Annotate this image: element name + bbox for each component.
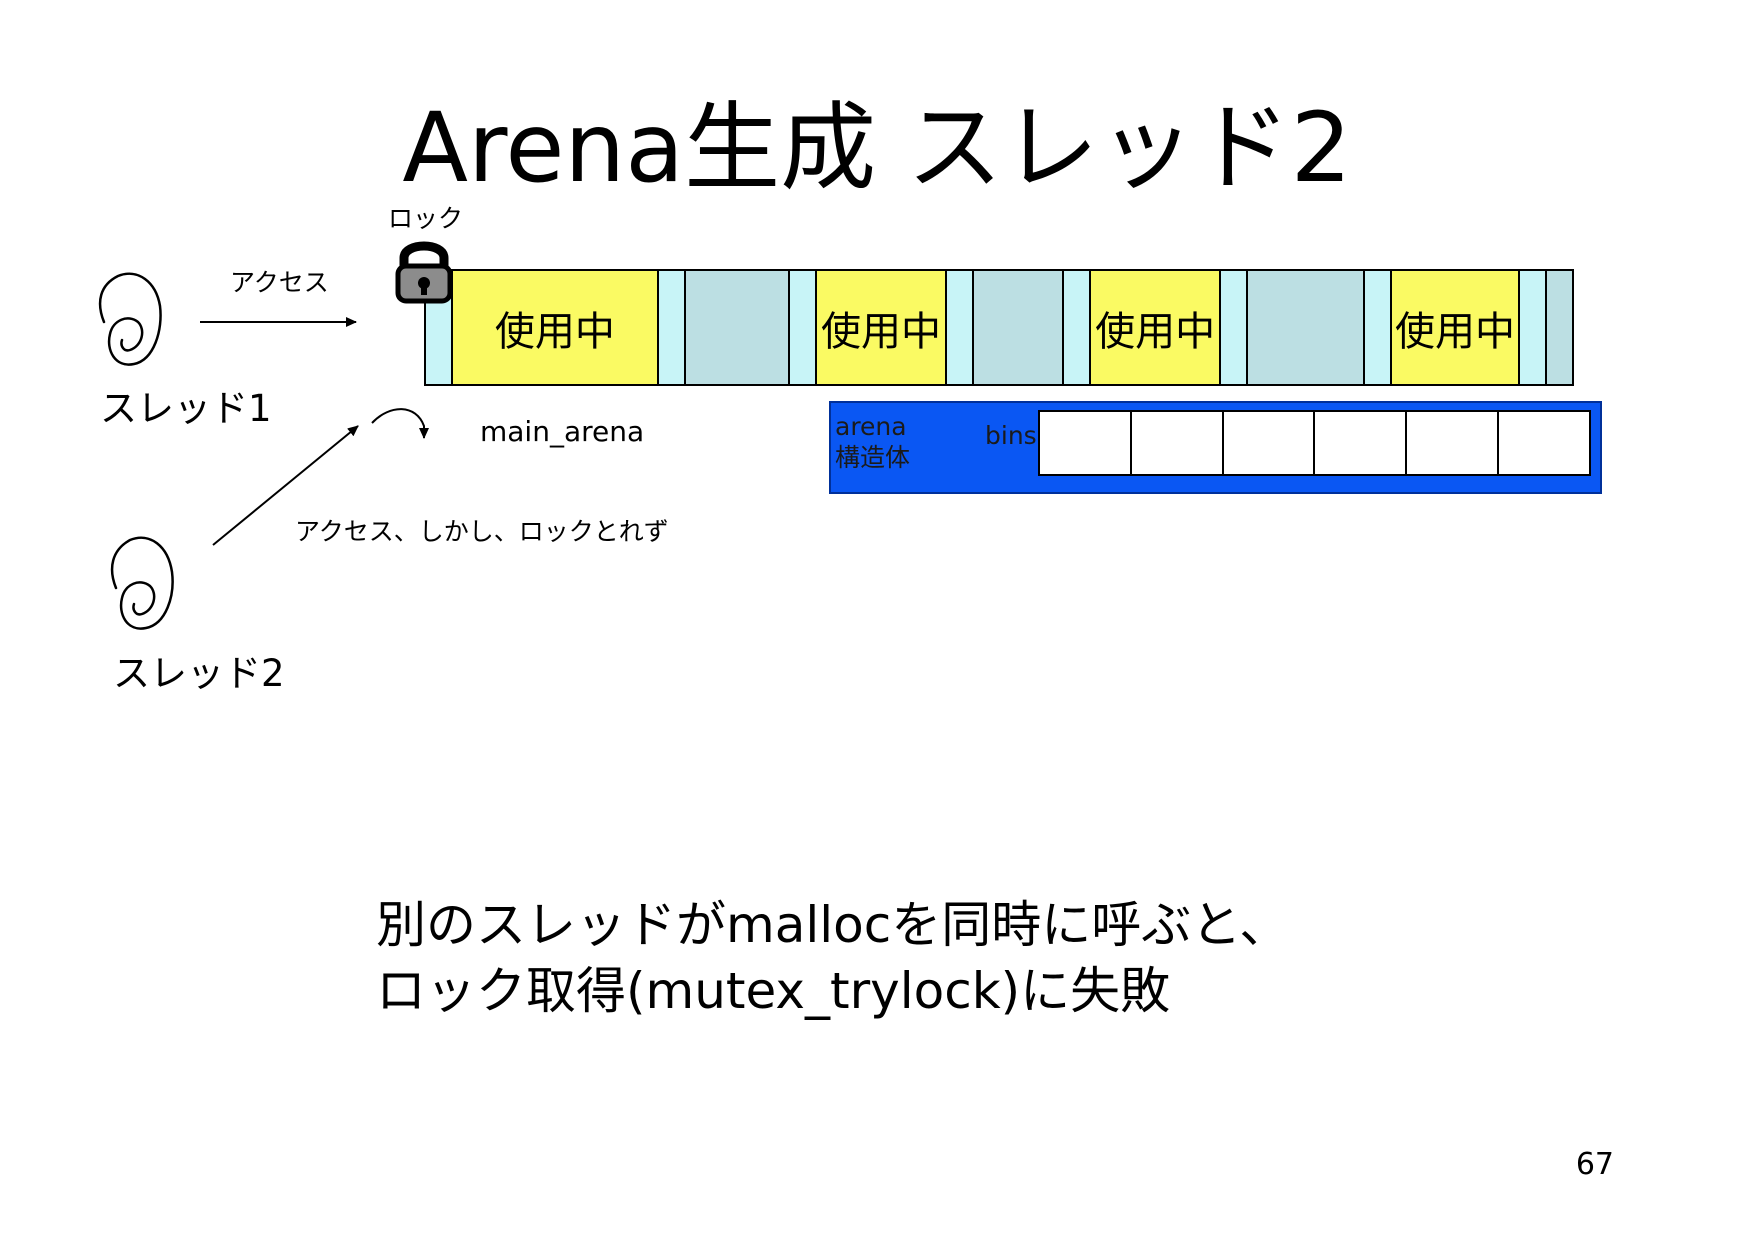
bin-slot xyxy=(1040,412,1132,474)
chunk-header xyxy=(1520,271,1548,384)
main-arena-memory-bar: 使用中 使用中 使用中 使用中 xyxy=(424,269,1574,386)
thread2-access-arrow xyxy=(212,425,359,546)
chunk-header xyxy=(658,271,686,384)
caption-line2: ロック取得(mutex_trylock)に失敗 xyxy=(376,962,1171,1020)
used-block: 使用中 xyxy=(816,271,948,384)
page-number: 67 xyxy=(1575,1147,1614,1182)
thread2-spiral-icon xyxy=(110,536,174,630)
arena-struct-label-line2: 構造体 xyxy=(835,443,911,472)
used-block: 使用中 xyxy=(1091,271,1222,384)
caption: 別のスレッドがmallocを同時に呼ぶと、 ロック取得(mutex_tryloc… xyxy=(376,892,1289,1024)
thread1-spiral-icon xyxy=(98,272,162,366)
slide-title: Arena生成 スレッド2 xyxy=(402,92,1352,204)
main-arena-label: main_arena xyxy=(480,415,645,448)
bin-slot xyxy=(1499,412,1589,474)
chunk-header xyxy=(1064,271,1092,384)
arena-struct-label: arena 構造体 xyxy=(835,411,910,473)
bins-row xyxy=(1038,410,1591,476)
free-block xyxy=(685,271,790,384)
bin-slot xyxy=(1131,412,1224,474)
arena-struct-label-line1: arena xyxy=(835,412,907,441)
bin-slot xyxy=(1223,412,1316,474)
bins-label: bins xyxy=(985,421,1037,450)
lock-fail-curved-arrow xyxy=(371,408,429,439)
free-block xyxy=(974,271,1065,384)
padlock-icon xyxy=(395,241,453,304)
chunk-header xyxy=(1364,271,1392,384)
thread1-label: スレッド1 xyxy=(100,387,272,430)
bin-slot xyxy=(1407,412,1500,474)
free-block xyxy=(1547,271,1573,384)
arena-struct-box: arena 構造体 bins xyxy=(829,401,1602,494)
lock-label: ロック xyxy=(388,204,464,233)
used-block: 使用中 xyxy=(1391,271,1521,384)
thread1-access-label: アクセス xyxy=(230,268,329,297)
chunk-header xyxy=(947,271,975,384)
caption-line1: 別のスレッドがmallocを同時に呼ぶと、 xyxy=(376,896,1290,954)
bin-slot xyxy=(1315,412,1408,474)
used-block: 使用中 xyxy=(452,271,659,384)
free-block xyxy=(1247,271,1365,384)
thread2-label: スレッド2 xyxy=(113,652,285,695)
chunk-header xyxy=(789,271,817,384)
thread2-access-label: アクセス、しかし、ロックとれず xyxy=(295,517,669,546)
chunk-header xyxy=(1221,271,1248,384)
